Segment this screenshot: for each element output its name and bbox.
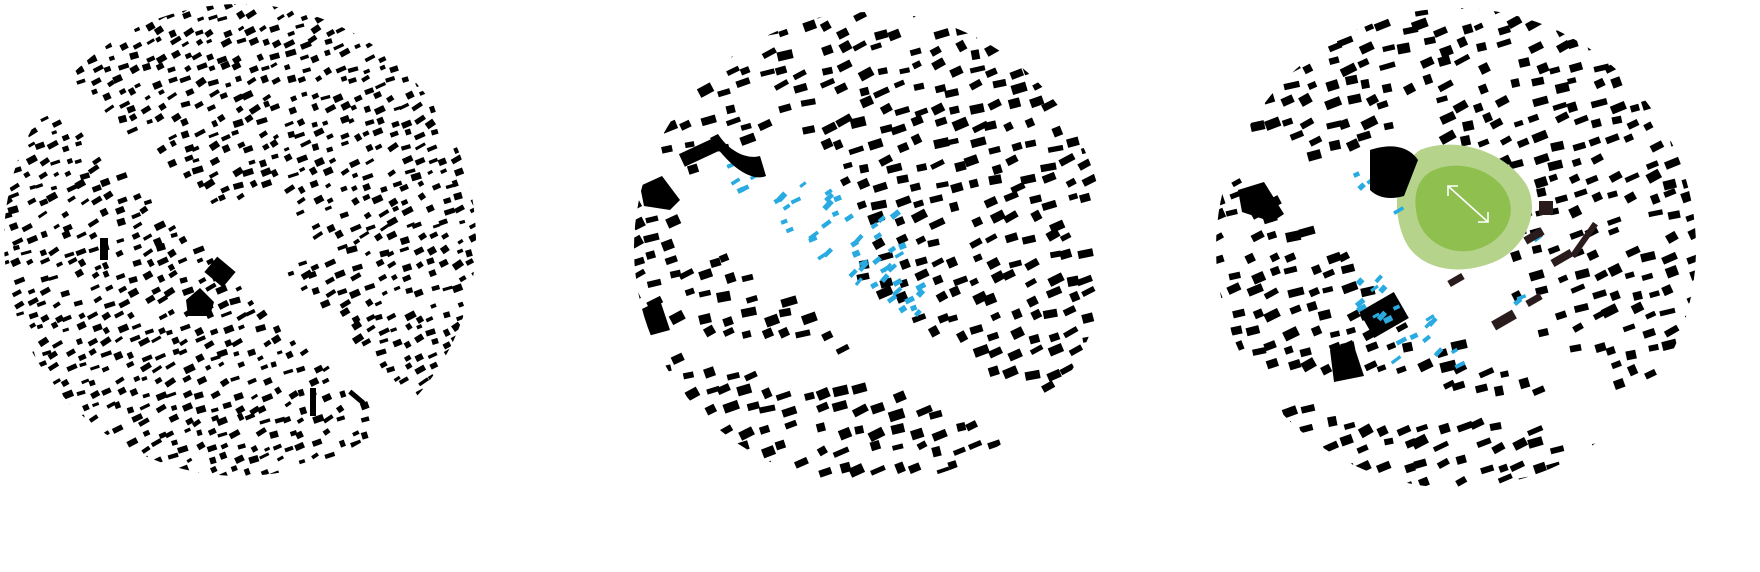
double-arrow-icon xyxy=(1447,185,1489,223)
panel-existing-fabric xyxy=(4,4,476,476)
building-fabric xyxy=(634,12,1099,478)
new-blocks-blue xyxy=(710,134,927,317)
panel-proposed-blocks xyxy=(634,12,1099,478)
building-fabric xyxy=(4,4,476,476)
park-area xyxy=(1396,144,1532,270)
existing-dark-buildings xyxy=(1447,201,1598,331)
panel-proposed-park xyxy=(1216,8,1696,488)
